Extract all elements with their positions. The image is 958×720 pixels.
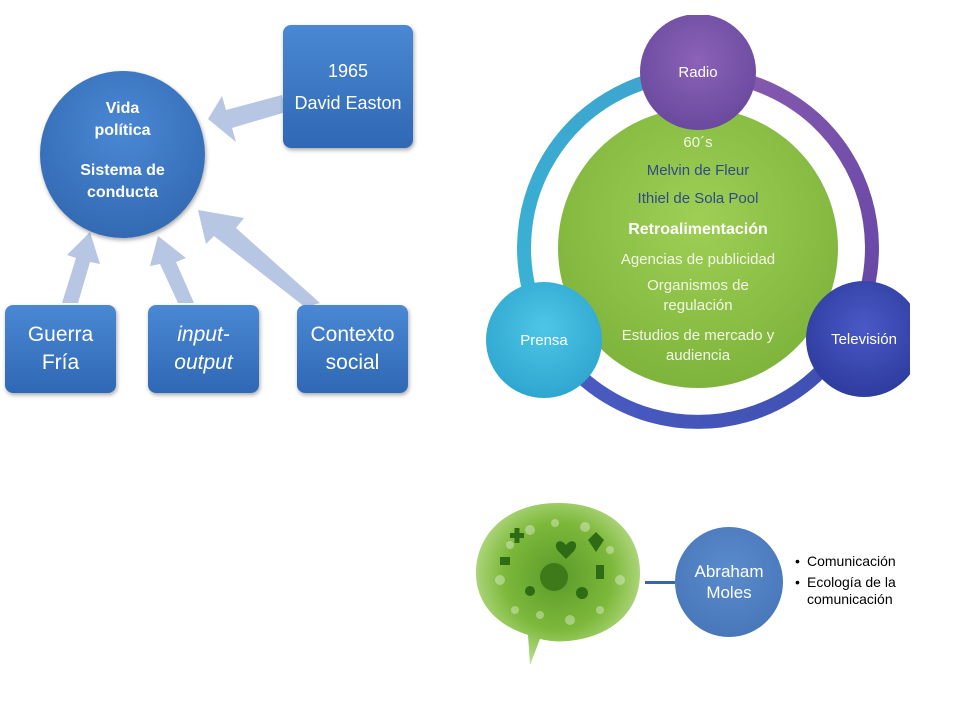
- center-line-organismos: Organismos de regulación: [647, 277, 749, 314]
- moles-bullets: Comunicación Ecología de la comunicación: [795, 553, 935, 608]
- contexto-social-box: Contexto social: [297, 305, 408, 393]
- center-line-ithiel: Ithiel de Sola Pool: [637, 190, 759, 207]
- arrow-guerra-to-center: [62, 232, 100, 303]
- radio-label: Radio: [678, 63, 718, 81]
- cycle-ring: [486, 15, 910, 429]
- connector-line: [645, 581, 675, 584]
- easton-name: David Easton: [294, 92, 402, 113]
- center-text-block: 60´s Melvin de Fleur Ithiel de Sola Pool…: [600, 132, 796, 366]
- television-label: Televisión: [831, 330, 897, 348]
- radio-label-wrap: Radio: [640, 14, 756, 130]
- center-line-retro: Retroalimentación: [628, 221, 768, 238]
- sistema-conducta-label: Sistema de conducta: [80, 161, 165, 201]
- easton-year: 1965: [327, 60, 369, 81]
- input-output-label: input-output: [174, 323, 233, 374]
- guerra-fria-box: Guerra Fría: [5, 305, 116, 393]
- television-circle: [806, 281, 910, 397]
- radio-circle: [640, 15, 756, 130]
- center-line-estudios: Estudios de mercado y audiencia: [621, 327, 775, 364]
- bullet-comunicacion: Comunicación: [795, 553, 935, 570]
- guerra-fria-label: Guerra Fría: [27, 323, 94, 374]
- david-easton-box: 1965 David Easton: [283, 25, 413, 148]
- input-output-box: input-output: [148, 305, 259, 393]
- abraham-moles-label: Abraham Moles: [694, 562, 764, 602]
- arrow-input-to-center: [150, 236, 194, 303]
- abraham-moles-circle: Abraham Moles: [675, 527, 783, 637]
- easton-arrows: [62, 95, 320, 307]
- center-line-agencias: Agencias de publicidad: [620, 251, 776, 268]
- speech-bubble-icon: [476, 503, 640, 665]
- prensa-label: Prensa: [520, 331, 568, 349]
- center-line-60s: 60´s: [683, 134, 713, 151]
- prensa-label-wrap: Prensa: [486, 282, 602, 398]
- contexto-social-label: Contexto social: [310, 323, 395, 374]
- center-green-circle: [558, 108, 838, 388]
- bullet-ecologia: Ecología de la comunicación: [795, 574, 935, 608]
- arrow-author-to-center: [208, 95, 286, 142]
- television-label-wrap: Televisión: [806, 281, 922, 397]
- vida-politica-title: Vida política: [94, 99, 151, 139]
- arrow-contexto-to-center: [198, 210, 320, 307]
- vida-politica-circle: Vida política Sistema de conducta: [40, 71, 205, 238]
- prensa-circle: [486, 282, 602, 398]
- center-line-melvin: Melvin de Fleur: [646, 162, 750, 179]
